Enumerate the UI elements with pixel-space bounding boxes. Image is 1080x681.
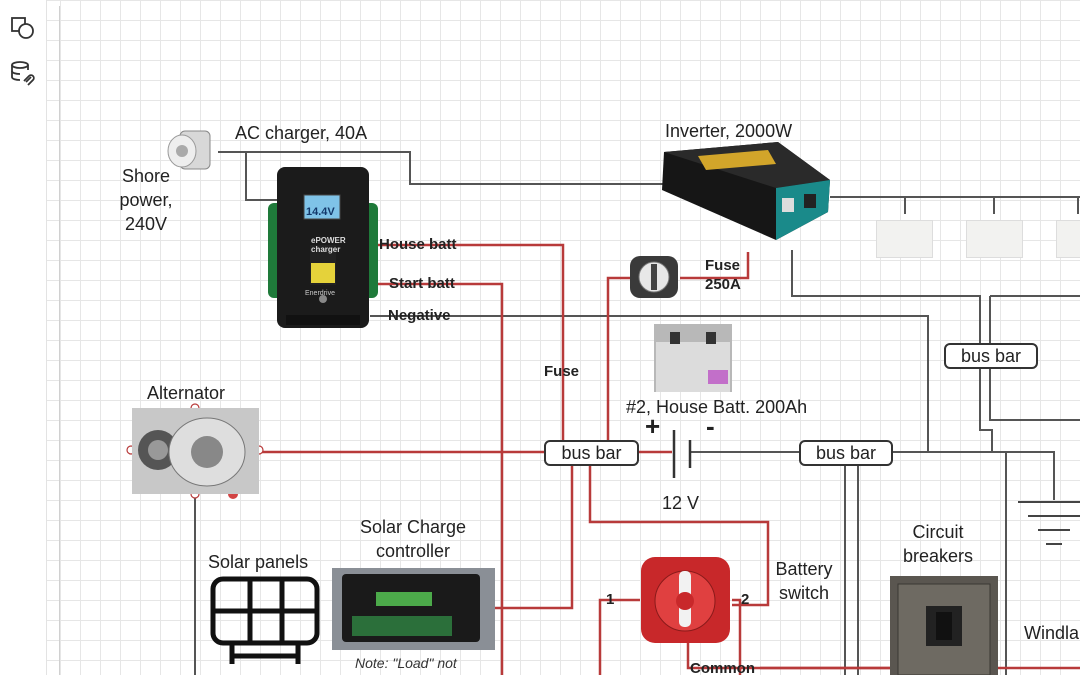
fuse-250a-label: Fuse 250A xyxy=(705,257,741,293)
inverter-label: Inverter, 2000W xyxy=(665,121,793,141)
wire-busbar-up xyxy=(989,295,1080,343)
shore-power-label: Shore power, 240V xyxy=(119,166,173,234)
common-terminal-label: Common xyxy=(690,660,755,677)
battery-symbol xyxy=(672,430,692,478)
wire-switch-1 xyxy=(598,598,640,675)
page-margin-line xyxy=(59,6,60,675)
negative-label: Negative xyxy=(388,307,451,324)
wire-outlet-drops xyxy=(904,197,1079,214)
left-sidebar xyxy=(0,0,47,675)
circuit-breakers-label: Circuit breakers xyxy=(902,522,974,566)
terminal-2-label: 2 xyxy=(741,591,750,608)
solar-controller-note: Note: "Load" not xyxy=(355,655,457,671)
terminal-1-label: 1 xyxy=(606,591,615,608)
outlet-3[interactable] xyxy=(1056,220,1080,258)
wire-busbar-down-1 xyxy=(979,367,993,452)
alternator-label: Alternator xyxy=(147,383,226,403)
shapes-icon[interactable] xyxy=(9,14,37,42)
wire-house-batt xyxy=(370,243,565,440)
alternator-image[interactable] xyxy=(132,408,259,494)
fuse-holder-icon[interactable] xyxy=(628,252,680,302)
wire-inverter-to-busbar xyxy=(791,250,981,343)
battery-voltage-label: 12 V xyxy=(662,493,700,513)
wire-solar-controller xyxy=(494,465,574,610)
bus-bar-right[interactable]: bus bar xyxy=(944,343,1038,369)
wire-to-battery-switch xyxy=(588,465,770,607)
charger-display-value: 14.4V xyxy=(306,206,335,218)
solar-panels-label: Solar panels xyxy=(208,552,309,572)
wire-busbar-to-breakers xyxy=(844,465,859,675)
battery-minus-label: - xyxy=(706,411,715,441)
solar-panel-icon[interactable] xyxy=(210,576,320,664)
solar-controller-image[interactable] xyxy=(332,568,495,650)
wire-right-busbar-ground xyxy=(890,451,1055,500)
outlet-1[interactable] xyxy=(876,220,933,258)
wire-shore-to-inverter xyxy=(218,151,665,185)
outlet-2[interactable] xyxy=(966,220,1023,258)
ground-symbol xyxy=(1018,501,1080,545)
ac-charger-image[interactable] xyxy=(268,165,378,330)
fuse-label: Fuse xyxy=(544,363,580,380)
ac-charger-label: AC charger, 40A xyxy=(235,123,368,143)
house-battery-image[interactable] xyxy=(654,324,732,392)
charger-model: ePOWER charger xyxy=(311,236,346,254)
wire-shore-to-charger xyxy=(245,152,278,201)
wire-busbar-down-2 xyxy=(989,367,1080,421)
shore-power-icon[interactable] xyxy=(164,127,216,175)
bus-bar-left[interactable]: bus bar xyxy=(544,440,639,466)
solar-controller-label: Solar Charge controller xyxy=(359,517,467,561)
battery-switch-image[interactable] xyxy=(639,555,732,645)
house-batt-label: House batt xyxy=(379,236,457,253)
wire-negative xyxy=(370,315,929,452)
charger-brand: Enerdrive xyxy=(305,290,335,297)
start-batt-label: Start batt xyxy=(389,275,455,292)
battery-switch-label: Battery switch xyxy=(775,559,833,603)
house-battery-label: #2, House Batt. 200Ah xyxy=(626,397,808,417)
wire-switch-2 xyxy=(732,598,742,675)
wire-start-batt xyxy=(370,282,504,675)
windlass-label: Windla xyxy=(1024,623,1080,643)
battery-plus-label: + xyxy=(645,411,661,441)
inverter-image[interactable] xyxy=(658,142,834,242)
wire-fuse-in xyxy=(606,276,630,440)
wire-fuse-out xyxy=(680,252,750,280)
database-link-icon[interactable] xyxy=(9,59,37,87)
circuit-breaker-image[interactable] xyxy=(890,576,998,676)
bus-bar-middle[interactable]: bus bar xyxy=(799,440,893,466)
